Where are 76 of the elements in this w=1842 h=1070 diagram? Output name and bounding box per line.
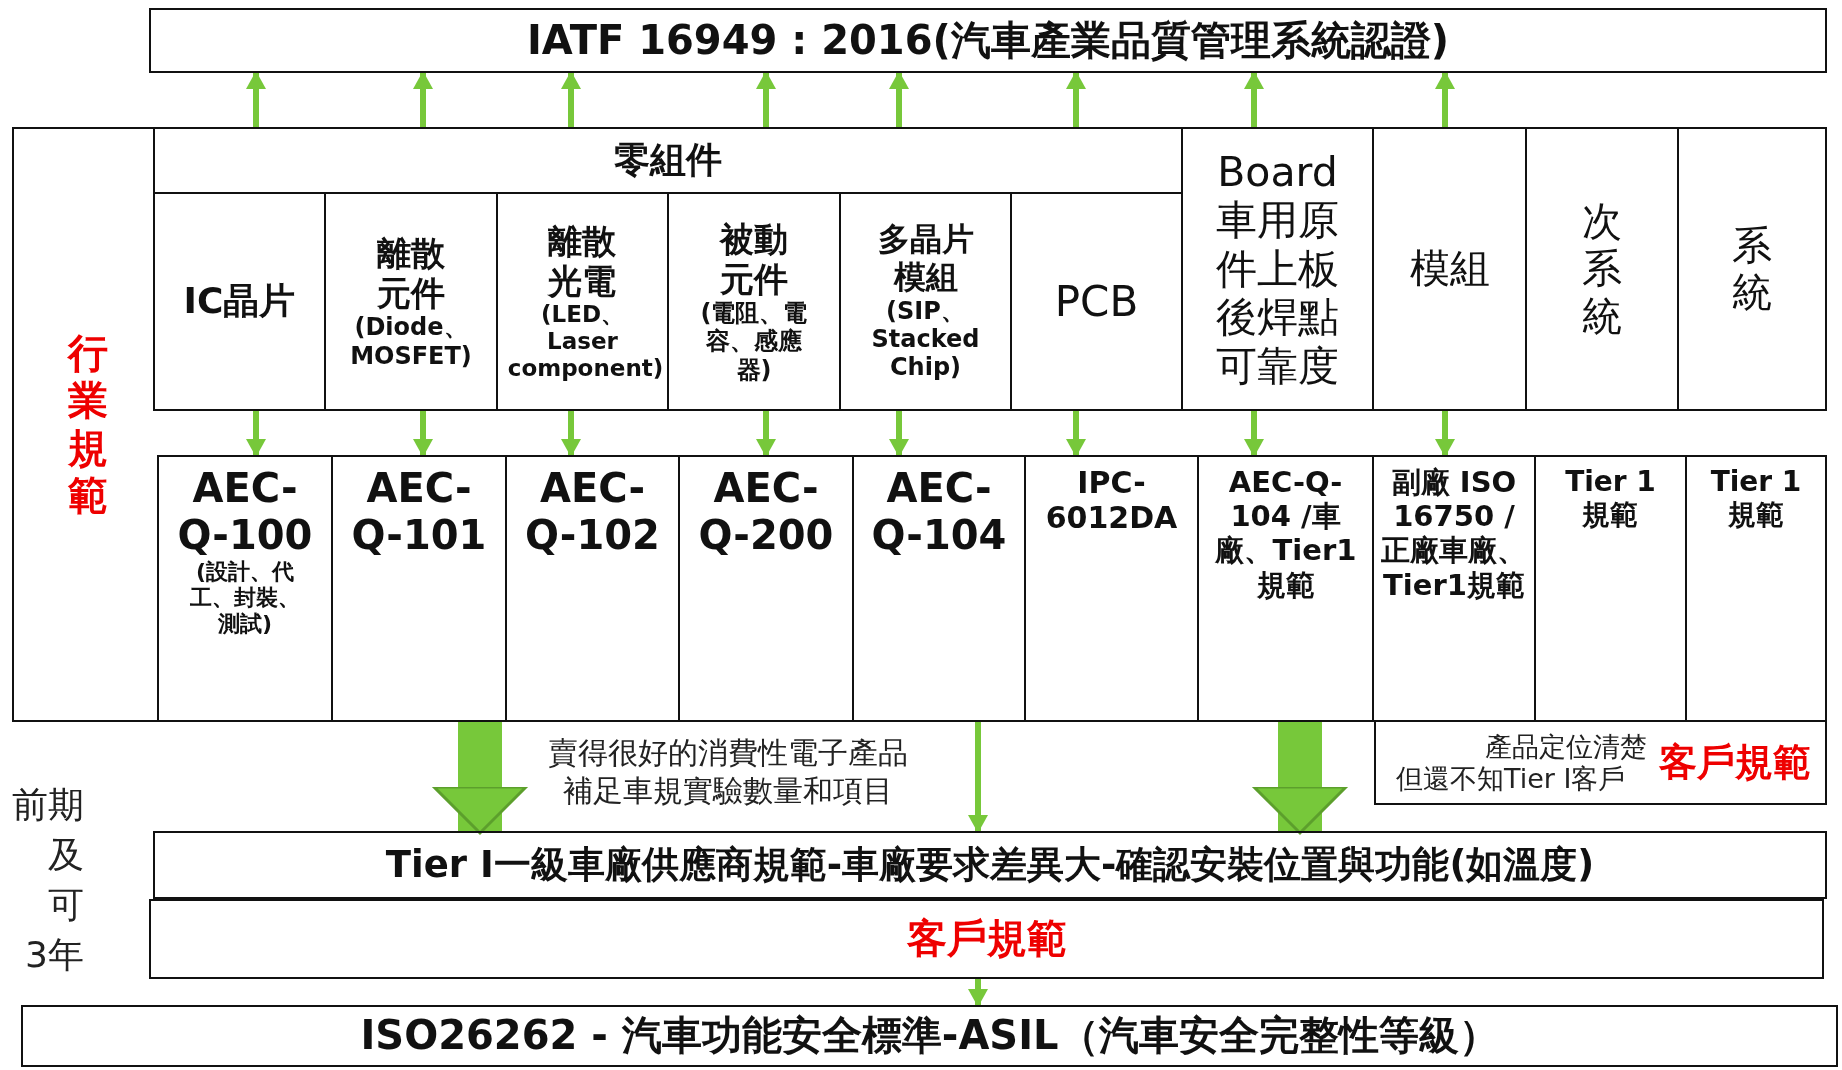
note-text: (設計、代工、封裝、測試) <box>189 559 301 638</box>
arrow <box>246 411 266 457</box>
table-cell <box>1677 127 1827 411</box>
cell-label: 次系統 <box>1581 198 1623 340</box>
cell-label: Tier 1 規範 <box>1564 465 1657 532</box>
note-text: (電阻、電容、感應器) <box>699 299 809 385</box>
cell-label: 多晶片模組 <box>876 221 975 297</box>
cell-label: Board 車用原件上板後焊點可靠度 <box>1215 148 1340 390</box>
cell-label: Tier I一級車廠供應商規範-車廠要求差異大-確認安裝位置與功能(如溫度) <box>385 843 1595 887</box>
note-text: 3年 <box>24 933 84 977</box>
cell-label: 離散元件 <box>376 233 446 314</box>
cell-label: 模組 <box>1409 245 1490 293</box>
table-cell <box>1372 127 1527 411</box>
arrow <box>561 411 581 457</box>
cell-label: IPC-6012DA <box>1044 465 1179 536</box>
table-cell <box>1525 127 1679 411</box>
arrow <box>561 71 581 127</box>
arrow <box>413 411 433 457</box>
table-cell <box>1197 455 1374 722</box>
cell-label: PCB <box>1054 276 1139 327</box>
arrow <box>413 71 433 127</box>
title-box <box>149 8 1827 73</box>
block-arrow <box>432 722 528 835</box>
cell-label: ISO26262 - 汽車功能安全標準-ASIL（汽車安全完整性等級） <box>360 1012 1499 1060</box>
arrow <box>1244 71 1264 127</box>
arrow <box>756 411 776 457</box>
arrow <box>756 71 776 127</box>
arrow <box>246 71 266 127</box>
cell-label: 產品定位清楚但還不知Tier I客戶 <box>1396 730 1649 795</box>
table-cell <box>505 455 680 722</box>
note-box <box>1374 720 1827 805</box>
table-cell <box>153 192 326 411</box>
table-cell <box>678 455 854 722</box>
arrow <box>889 71 909 127</box>
table-cell <box>157 455 333 722</box>
header-cell <box>153 127 1183 194</box>
cell-label: AEC-Q-104 /車廠、Tier1規範 <box>1213 465 1358 602</box>
cell-label: IC晶片 <box>183 280 296 323</box>
cell-label: 離散光電 <box>546 220 618 301</box>
cell-label: AEC-Q-100 <box>176 465 314 560</box>
arrow <box>1435 71 1455 127</box>
cell-label: 副廠 ISO 16750 /正廠車廠、Tier1規範 <box>1380 465 1528 602</box>
arrow <box>1066 71 1086 127</box>
arrow <box>1435 411 1455 457</box>
arrow <box>1066 411 1086 457</box>
note-text: (SIP、Stacked Chip) <box>870 296 981 382</box>
heading-text: 客戶規範 <box>1659 740 1811 785</box>
table-cell <box>1685 455 1827 722</box>
table-cell <box>1024 455 1199 722</box>
cell-label: AEC-Q-101 <box>350 465 488 560</box>
arrow <box>889 411 909 457</box>
note-text: (Diode、MOSFET) <box>349 313 473 370</box>
cell-label: AEC-Q-200 <box>697 465 835 560</box>
cell-label: IATF 16949 : 2016(汽車產業品質管理系統認證) <box>526 16 1450 65</box>
banner-box <box>153 831 1827 899</box>
note-text: 及 <box>47 833 84 877</box>
cell-label: 系統 <box>1731 221 1773 317</box>
heading-text: 行業規範 <box>67 330 109 519</box>
cell-label: AEC-Q-104 <box>870 465 1008 560</box>
table-cell <box>1181 127 1374 411</box>
cell-label: Tier 1 規範 <box>1709 465 1803 532</box>
cell-label: 零組件 <box>614 139 722 182</box>
note-text: 賣得很好的消費性電子產品補足車規實驗數量和項目 <box>547 734 909 809</box>
banner-box <box>149 899 1824 979</box>
table-cell <box>852 455 1026 722</box>
note-text: 可 <box>47 883 84 927</box>
arrow <box>1244 411 1264 457</box>
arrow <box>968 722 988 833</box>
banner-box <box>21 1005 1838 1067</box>
arrow <box>968 979 988 1007</box>
heading-text: 客戶規範 <box>906 915 1067 963</box>
cell-label: AEC-Q-102 <box>524 465 661 560</box>
cell-label: 被動元件 <box>718 218 789 300</box>
block-arrow <box>1252 722 1348 835</box>
note-text: 前期 <box>11 783 84 827</box>
table-cell <box>331 455 507 722</box>
